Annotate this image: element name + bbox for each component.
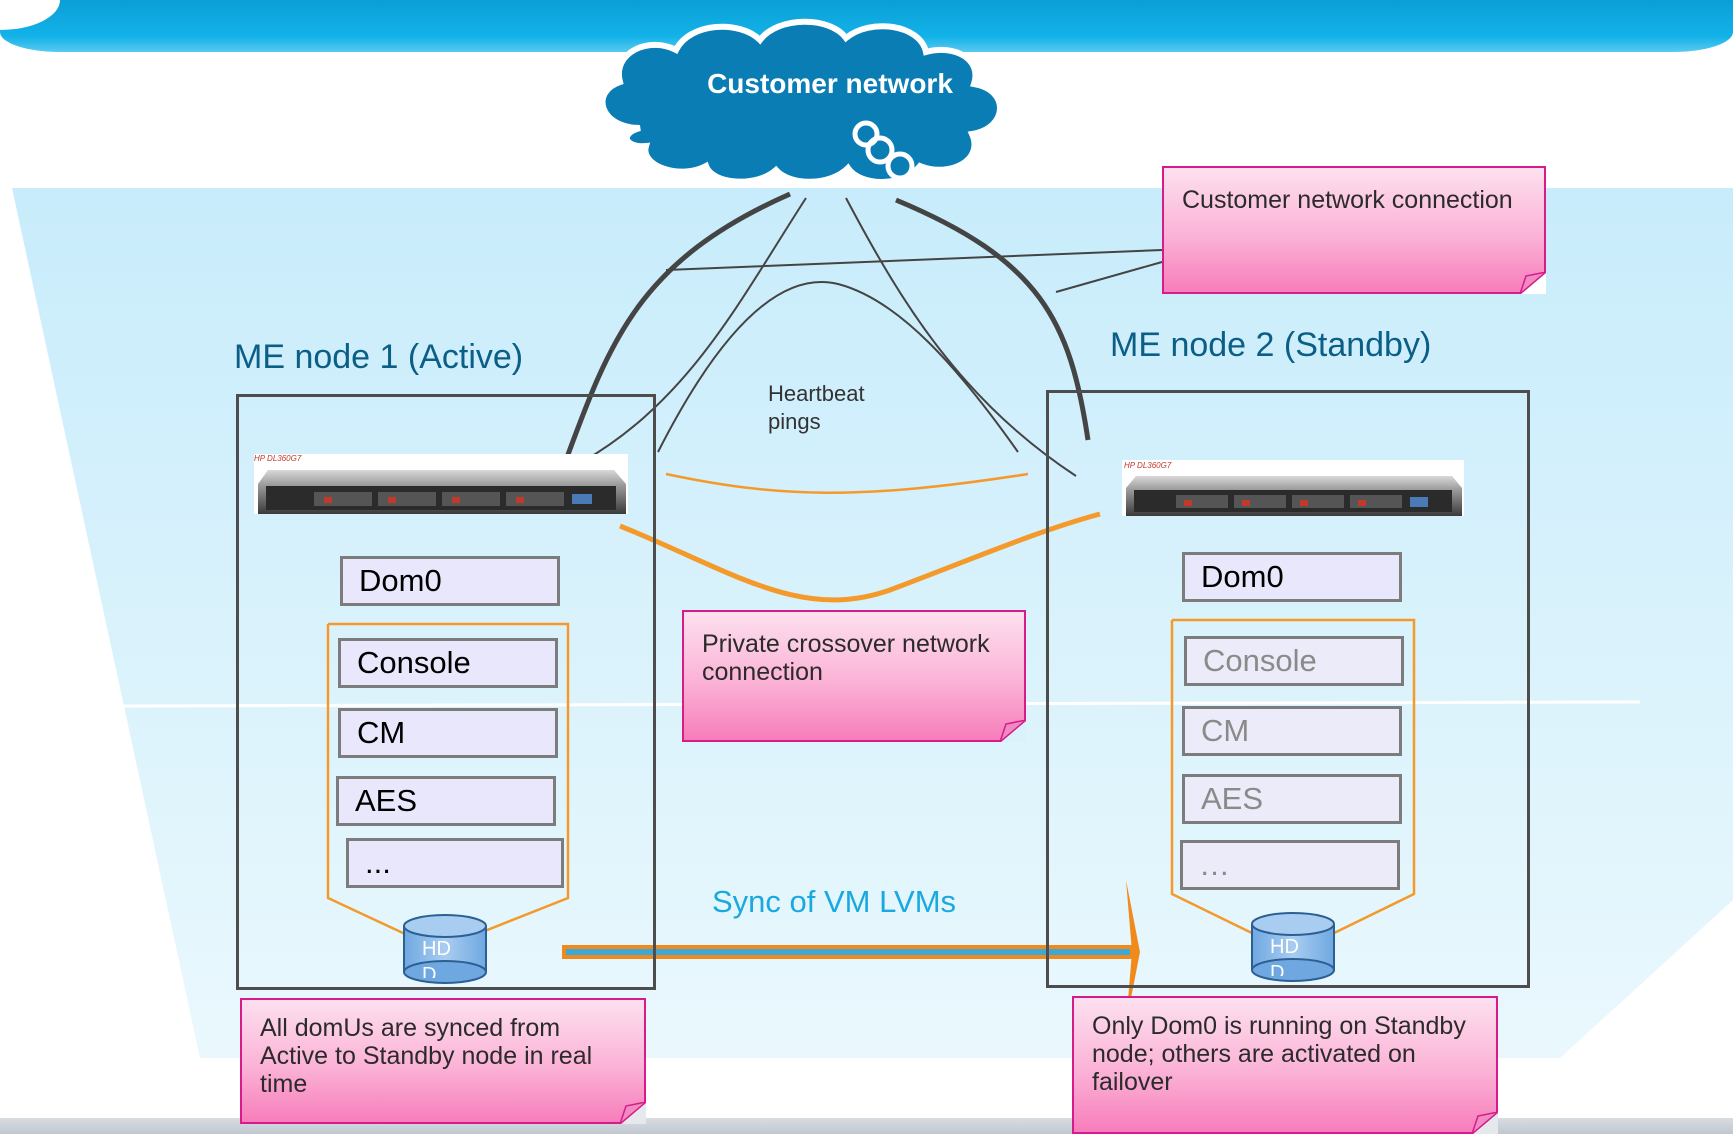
node2-network-thick-link <box>895 197 1091 441</box>
note-fold-icon <box>1520 272 1546 294</box>
node2-vm-cm: CM <box>1182 706 1402 756</box>
node1-vm-aes: AES <box>336 776 556 826</box>
node1-network-thin-link <box>581 197 807 463</box>
node2-network-thin-link <box>845 197 1077 477</box>
node1-vm-console: Console <box>338 638 558 688</box>
note-private-crossover-text: Private crossover network connection <box>702 630 990 686</box>
node1-hdd-icon <box>403 914 487 984</box>
node2-title: ME node 2 (Standby) <box>1110 326 1432 364</box>
node1-hdd-label: HDD <box>422 938 451 978</box>
note-fold-icon <box>1000 720 1026 742</box>
note-customer-network-text: Customer network connection <box>1182 186 1513 214</box>
node2-server <box>1122 460 1464 516</box>
heartbeat-arc <box>657 281 1019 453</box>
node2-vm-console: Console <box>1184 636 1404 686</box>
node2-server-label: HP DL360G7 <box>1124 461 1172 470</box>
node2-vm-bracket <box>1170 618 1416 938</box>
node1-vm-cm: CM <box>338 708 558 758</box>
note-standby-dom0: Only Dom0 is running on Standby node; ot… <box>1072 996 1498 1134</box>
node2-box <box>1046 390 1530 988</box>
crossover-thick-line <box>619 511 1101 603</box>
customer-network-pointer-2 <box>1055 261 1163 293</box>
node2-dom0-box: Dom0 <box>1182 552 1402 602</box>
node2-vm-more: … <box>1180 840 1400 890</box>
note-private-crossover: Private crossover network connection <box>682 610 1026 742</box>
note-active-sync: All domUs are synced from Active to Stan… <box>240 998 646 1124</box>
note-standby-dom0-text: Only Dom0 is running on Standby node; ot… <box>1092 1012 1466 1096</box>
sync-label: Sync of VM LVMs <box>712 884 957 919</box>
crossover-thin-line <box>665 472 1029 494</box>
node1-vm-more: ... <box>346 838 564 888</box>
node2-hdd-label: HDD <box>1270 936 1299 976</box>
note-fold-icon <box>1472 1112 1498 1134</box>
node1-vm-bracket <box>326 622 570 942</box>
heartbeat-label: Heartbeat pings <box>768 381 865 434</box>
node1-server-label: HP DL360G7 <box>254 454 302 463</box>
note-fold-icon <box>620 1102 646 1124</box>
customer-network-pointer-1 <box>665 249 1163 271</box>
node1-network-thick-link <box>563 191 792 461</box>
note-active-sync-text: All domUs are synced from Active to Stan… <box>260 1014 593 1098</box>
node2-hdd-icon <box>1251 912 1335 982</box>
node1-dom0-box: Dom0 <box>340 556 560 606</box>
node1-title: ME node 1 (Active) <box>234 338 524 376</box>
node2-vm-aes: AES <box>1182 774 1402 824</box>
node1-server <box>254 454 628 514</box>
cloud-shape <box>599 18 1003 185</box>
sync-arrow <box>562 880 1140 1024</box>
node1-box <box>236 394 656 990</box>
cloud-label: Customer network <box>707 68 953 99</box>
note-customer-network: Customer network connection <box>1162 166 1546 294</box>
